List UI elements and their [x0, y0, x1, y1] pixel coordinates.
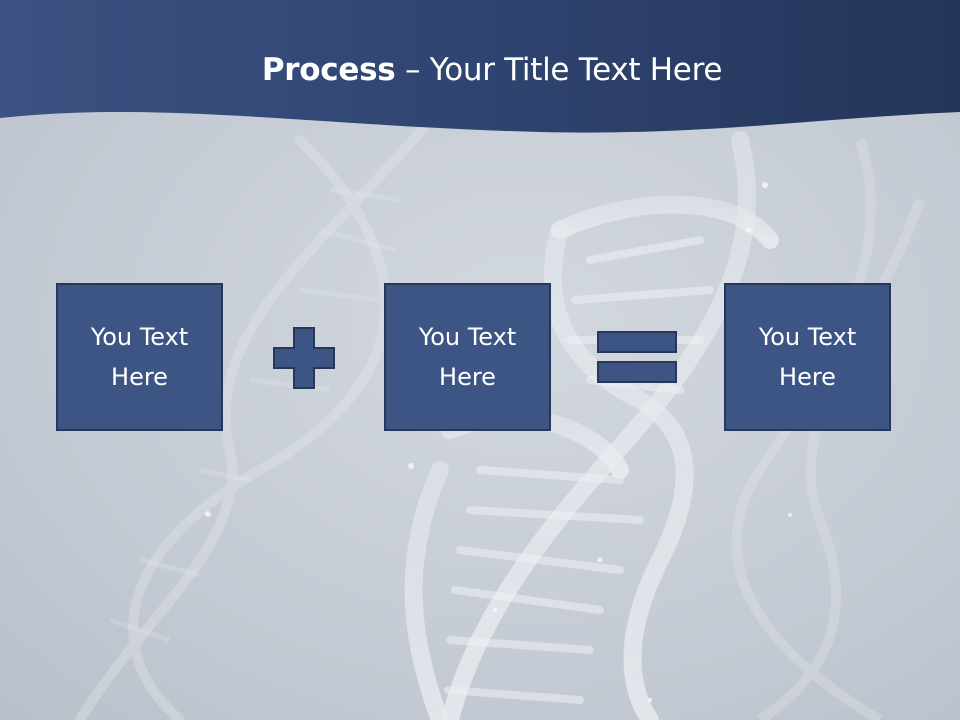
text-box-3-label: You Text Here [758, 323, 857, 391]
equals-icon [597, 331, 677, 383]
text-box-2-label: You Text Here [418, 323, 517, 391]
plus-icon [273, 327, 335, 389]
text-box-2[interactable]: You Text Here [384, 283, 551, 431]
text-box-1-label: You Text Here [90, 323, 189, 391]
text-box-1[interactable]: You Text Here [56, 283, 223, 431]
title-rest: – Your Title Text Here [395, 52, 723, 88]
text-box-3[interactable]: You Text Here [724, 283, 891, 431]
header-band [0, 0, 960, 133]
page-title: Process – Your Title Text Here [0, 52, 960, 88]
title-bold: Process [261, 52, 396, 88]
